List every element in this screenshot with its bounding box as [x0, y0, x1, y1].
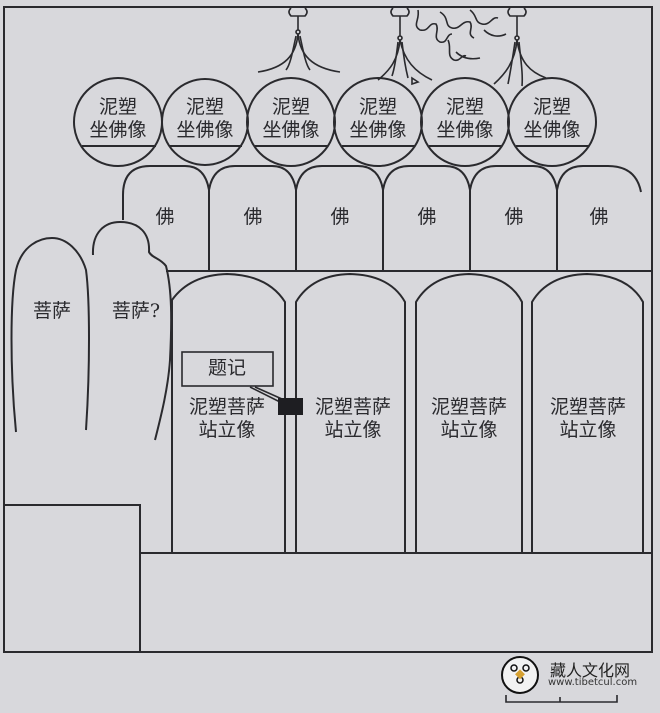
watermark: 藏人文化网 www.tibetcul.com — [500, 655, 660, 695]
buddha-label: 佛 — [155, 206, 175, 228]
seated-buddha-label: 泥塑 坐佛像 — [523, 96, 581, 141]
base-platform — [4, 504, 652, 652]
scale-bar — [505, 695, 618, 703]
inscription-label: 题记 — [207, 357, 246, 379]
bodhisattva-uncertain-label: 菩萨? — [111, 300, 161, 322]
standing-bodhisattva-label: 泥塑菩萨 站立像 — [314, 396, 391, 441]
seated-buddha-label: 泥塑 坐佛像 — [89, 96, 147, 141]
standing-bodhisattva-label: 泥塑菩萨 站立像 — [188, 396, 265, 441]
seated-buddha-label: 泥塑 坐佛像 — [262, 96, 320, 141]
buddha-label: 佛 — [330, 206, 350, 228]
seated-buddha-circles — [73, 77, 597, 167]
watermark-url: www.tibetcul.com — [548, 677, 638, 688]
standing-bodhisattva-arches — [171, 272, 644, 553]
buddha-label: 佛 — [504, 206, 524, 228]
watermark-logo-icon — [501, 656, 539, 694]
seated-buddha-label: 泥塑 坐佛像 — [349, 96, 407, 141]
watermark-title: 藏人文化网 — [550, 661, 631, 680]
inscription-marker — [278, 398, 303, 415]
seated-buddha-label: 泥塑 坐佛像 — [176, 96, 234, 141]
bodhisattva-label: 菩萨 — [32, 300, 71, 322]
hanging-ornaments — [257, 7, 547, 87]
ornament-1 — [257, 7, 341, 73]
buddha-label: 佛 — [243, 206, 263, 228]
buddha-label: 佛 — [417, 206, 437, 228]
standing-bodhisattva-label: 泥塑菩萨 站立像 — [430, 396, 507, 441]
inscription-callout — [181, 351, 303, 415]
ornament-2 — [377, 7, 433, 86]
left-bodhisattva-shapes — [10, 220, 173, 441]
foliage-ornament — [415, 9, 507, 62]
seated-buddha-label: 泥塑 坐佛像 — [436, 96, 494, 141]
standing-bodhisattva-label: 泥塑菩萨 站立像 — [549, 396, 626, 441]
ornament-3 — [493, 7, 547, 87]
buddha-label: 佛 — [589, 206, 609, 228]
buddha-arch-row — [122, 165, 652, 272]
outer-frame — [3, 6, 653, 653]
